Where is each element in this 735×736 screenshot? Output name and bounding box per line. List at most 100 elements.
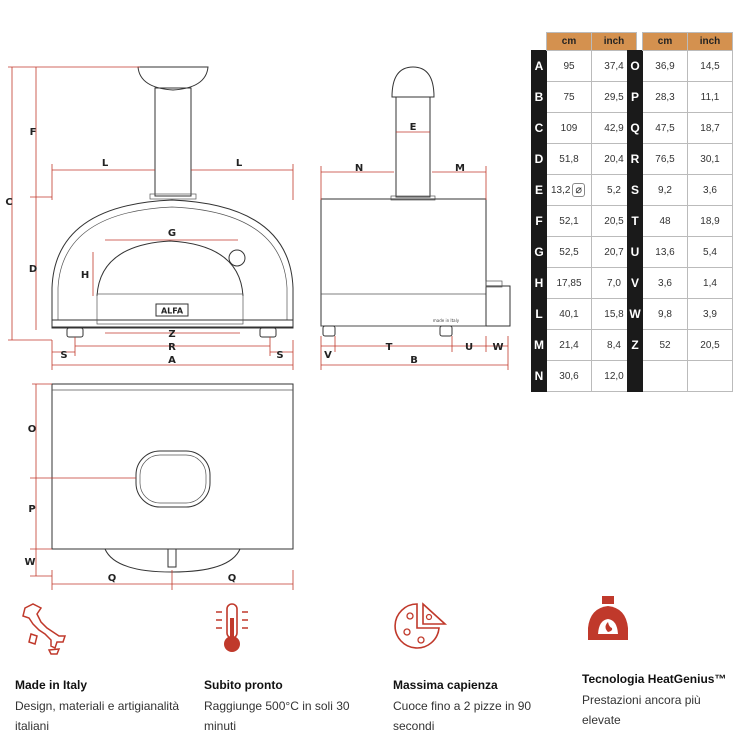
dim-label-C: C <box>5 197 12 208</box>
feature-massima-capienza: Massima capienza Cuoce fino a 2 pizze in… <box>393 600 563 736</box>
front-view: ALFA F C D L L G H Z R A S <box>5 66 294 370</box>
dimension-inch: 5,4 <box>687 236 733 268</box>
dimension-inch <box>687 360 733 392</box>
dimension-letter: H <box>531 267 547 299</box>
dimension-letter: L <box>531 298 547 330</box>
dim-label-L-right: L <box>236 158 243 169</box>
dimension-cm: 9,2 <box>642 174 688 206</box>
dimension-cm: 30,6 <box>546 360 592 392</box>
dimension-inch: 18,9 <box>687 205 733 237</box>
dimension-inch: 1,4 <box>687 267 733 299</box>
dimension-cm: 3,6 <box>642 267 688 299</box>
dim-label-Q-left: Q <box>108 573 117 584</box>
dimension-letter: E <box>531 174 547 206</box>
dimension-cm: 52,5 <box>546 236 592 268</box>
dim-label-W-top: W <box>24 557 35 568</box>
dimension-inch: 18,7 <box>687 112 733 144</box>
dimension-cm: 36,9 <box>642 50 688 82</box>
dimension-row <box>627 360 733 392</box>
dimension-cm: 75 <box>546 81 592 113</box>
dimension-cm: 52 <box>642 329 688 361</box>
feature-made-in-italy: Made in Italy Design, materiali e artigi… <box>15 600 185 736</box>
header-cm: cm <box>546 32 592 51</box>
dimension-letter: N <box>531 360 547 392</box>
cm-value: 13,2 <box>550 185 571 196</box>
dimension-letter: V <box>627 267 643 299</box>
dim-label-F: F <box>30 127 37 138</box>
dim-label-P: P <box>28 504 35 515</box>
dimension-cm: 13,2⌀ <box>546 174 592 206</box>
dim-label-G: G <box>168 228 176 239</box>
dim-label-N: N <box>355 163 363 174</box>
dimension-letter: F <box>531 205 547 237</box>
dimension-cm: 52,1 <box>546 205 592 237</box>
feature-desc: Prestazioni ancora più elevate <box>582 693 701 727</box>
diameter-symbol: ⌀ <box>572 183 586 197</box>
dimension-cm: 28,3 <box>642 81 688 113</box>
header-cm: cm <box>642 32 688 51</box>
dimension-inch: 11,1 <box>687 81 733 113</box>
dim-label-W-side: W <box>492 342 503 353</box>
dimension-letter: R <box>627 143 643 175</box>
technical-drawings: ALFA F C D L L G H Z R A S <box>5 66 511 590</box>
dim-label-B: B <box>410 355 418 366</box>
dim-label-T: T <box>386 342 393 353</box>
feature-title: Made in Italy <box>15 678 88 692</box>
dimension-cm: 13,6 <box>642 236 688 268</box>
dim-label-H: H <box>81 270 89 281</box>
feature-title: Subito pronto <box>204 678 283 692</box>
side-view: made in Italy E N M V T U W B <box>320 66 511 370</box>
dimension-letter: A <box>531 50 547 82</box>
dimension-cm: 95 <box>546 50 592 82</box>
feature-desc: Design, materiali e artigianalità italia… <box>15 699 180 733</box>
dimension-inch: 3,9 <box>687 298 733 330</box>
dimension-inch: 3,6 <box>687 174 733 206</box>
dimension-cm <box>642 360 688 392</box>
dim-label-S-left: S <box>60 350 67 361</box>
feature-title: Tecnologia HeatGenius™ <box>582 672 727 686</box>
dimension-inch: 20,5 <box>687 329 733 361</box>
dimension-letter: W <box>627 298 643 330</box>
dimension-cm: 51,8 <box>546 143 592 175</box>
dim-label-R: R <box>168 342 176 353</box>
dim-label-O: O <box>28 424 37 435</box>
dimension-cm: 47,5 <box>642 112 688 144</box>
feature-subito-pronto: Subito pronto Raggiunge 500°C in soli 30… <box>204 600 374 736</box>
dimension-letter: O <box>627 50 643 82</box>
dimension-cm: 17,85 <box>546 267 592 299</box>
feature-desc: Cuoce fino a 2 pizze in 90 secondi <box>393 699 532 733</box>
dimension-letter: P <box>627 81 643 113</box>
dim-label-Q-right: Q <box>228 573 237 584</box>
dimension-letter: M <box>531 329 547 361</box>
thermometer-icon <box>216 603 248 652</box>
dimension-letter: U <box>627 236 643 268</box>
dim-label-Z: Z <box>168 329 175 340</box>
feature-heatgenius: Tecnologia HeatGenius™ Prestazioni ancor… <box>582 594 732 730</box>
dim-label-E: E <box>410 122 417 133</box>
dimension-letter: C <box>531 112 547 144</box>
dimension-cm: 21,4 <box>546 329 592 361</box>
dimension-cm: 48 <box>642 205 688 237</box>
made-in-italy-mark: made in Italy <box>433 318 460 323</box>
dim-label-U: U <box>465 342 473 353</box>
dim-label-M: M <box>455 163 465 174</box>
dim-label-A: A <box>168 355 176 366</box>
